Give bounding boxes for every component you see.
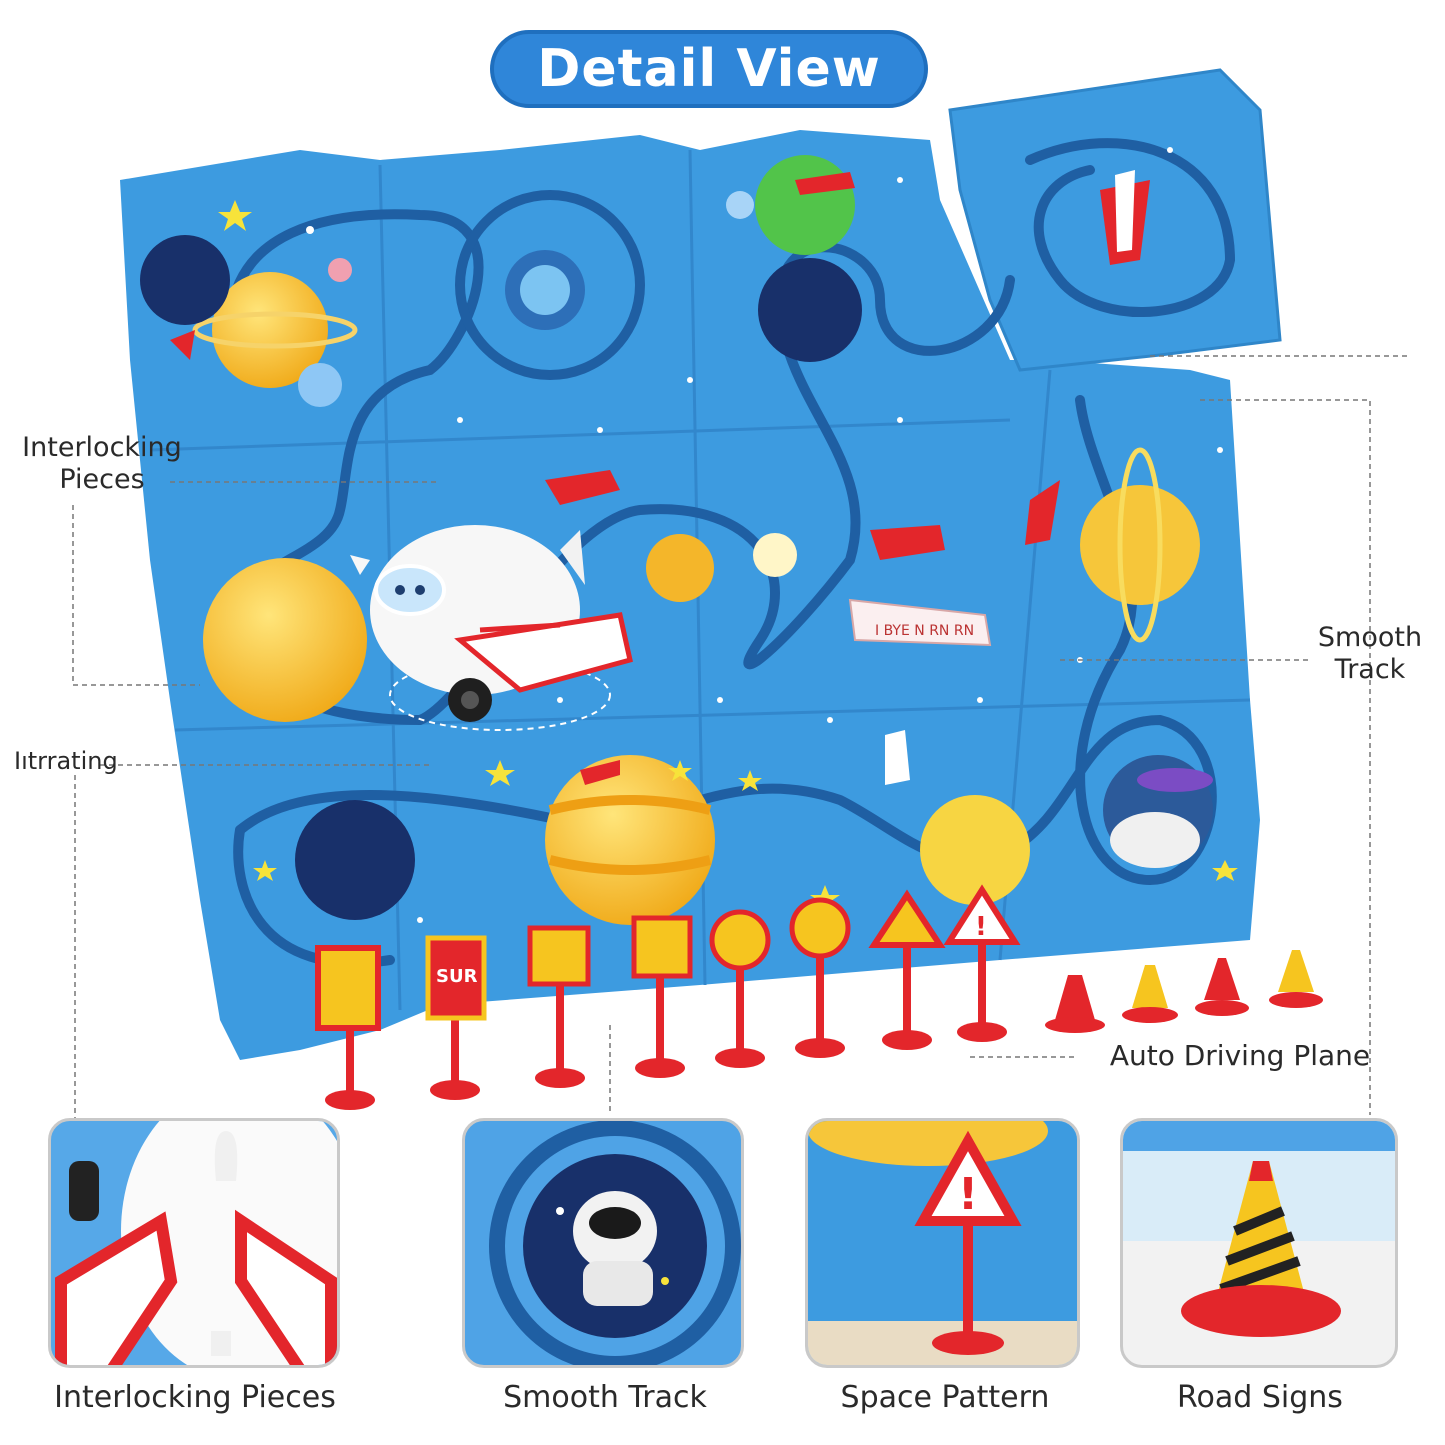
- puzzle-track-mat: I BYE N RN RN: [72, 68, 1410, 1120]
- thumb-road-signs: [1120, 1118, 1398, 1368]
- caption-road-signs: Road Signs: [1177, 1380, 1343, 1415]
- callout-garbled: Iıtrrating: [14, 747, 118, 775]
- svg-text:!: !: [958, 1169, 978, 1220]
- ribbon-banner: [848, 598, 992, 647]
- svg-text:SUR: SUR: [436, 966, 478, 987]
- svg-text:I BYE N RN RN: I BYE N RN RN: [875, 623, 974, 639]
- caption-smooth-track: Smooth Track: [503, 1380, 707, 1415]
- road-signs: SUR !: [315, 884, 1021, 1110]
- thumb-space-pattern: !: [805, 1118, 1080, 1368]
- callout-interlocking-pieces: Interlocking Pieces: [22, 432, 182, 495]
- thumb-smooth-track: [462, 1118, 744, 1368]
- callout-smooth-track: Smooth Track: [1317, 622, 1423, 685]
- traffic-cones: [1045, 950, 1323, 1033]
- auto-driving-plane: [350, 525, 633, 731]
- caption-space-pattern: Space Pattern: [840, 1380, 1050, 1415]
- svg-text:!: !: [975, 912, 987, 942]
- detail-view-title: Detail View: [490, 30, 928, 108]
- callout-auto-driving-plane: Auto Driving Plane: [1109, 1039, 1371, 1072]
- thumb-interlocking-pieces: [48, 1118, 340, 1368]
- caption-interlocking-pieces: Interlocking Pieces: [54, 1380, 336, 1415]
